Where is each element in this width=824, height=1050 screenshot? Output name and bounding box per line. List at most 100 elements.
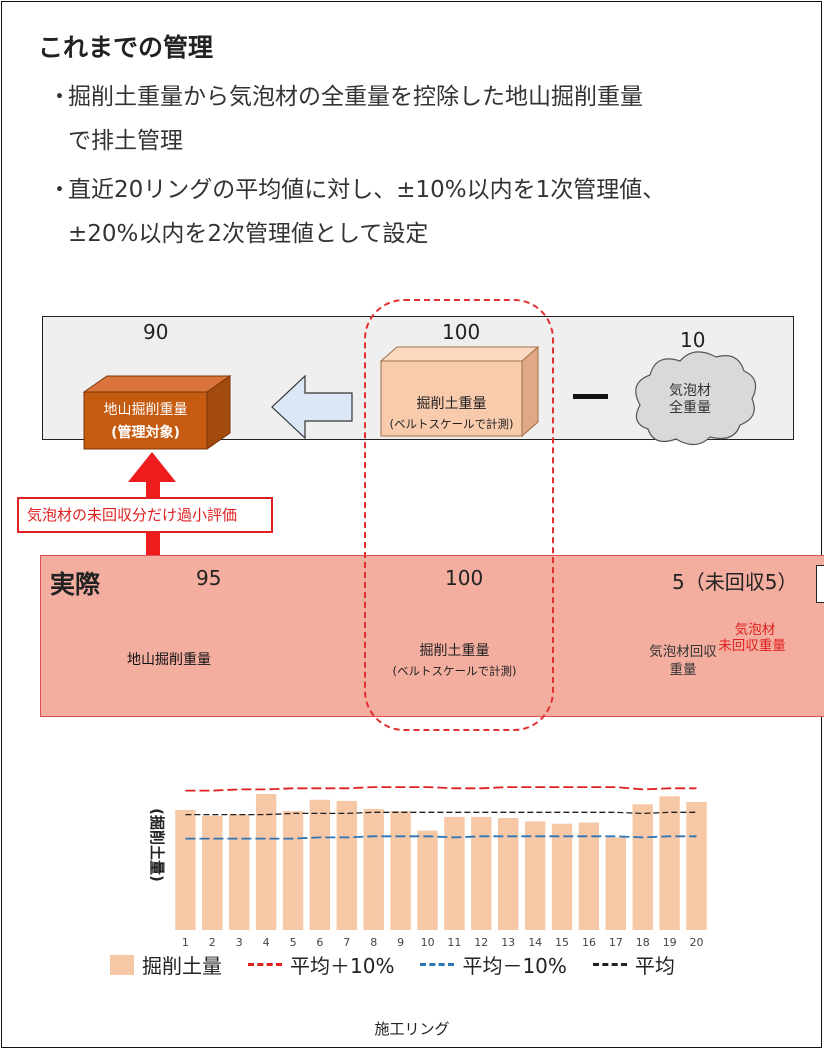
bar-ring-17 xyxy=(605,837,626,930)
actual-panel xyxy=(40,555,824,717)
x-tick-label: 7 xyxy=(343,936,350,949)
bullet-1: ・ 掘削土重量から気泡材の全重量を控除した地山掘削重量 xyxy=(48,75,643,119)
ground-weight-box-top xyxy=(82,375,232,450)
x-tick-label: 16 xyxy=(582,936,596,949)
bar-ring-13 xyxy=(498,818,519,930)
bottom-value-foam: 5（未回収5） xyxy=(672,570,798,594)
x-tick-label: 18 xyxy=(636,936,650,949)
top-value-excavated: 100 xyxy=(442,320,481,344)
x-tick-label: 2 xyxy=(209,936,216,949)
bar-ring-18 xyxy=(632,804,653,930)
bar-ring-12 xyxy=(471,816,492,930)
bottom-value-ground: 95 xyxy=(196,566,222,590)
bar-ring-11 xyxy=(444,816,465,930)
bar-ring-1 xyxy=(175,810,196,930)
legend-item-bar: 掘削土量 xyxy=(110,950,222,979)
x-tick-label: 11 xyxy=(447,936,461,949)
x-tick-label: 10 xyxy=(421,936,435,949)
excavated-weight-sublabel-bottom: (ベルトスケールで計測) xyxy=(392,664,517,678)
foam-unrecovered-label-2: 未回収重量 xyxy=(718,638,786,654)
bullet-dot: ・ xyxy=(48,177,71,203)
x-tick-label: 5 xyxy=(290,936,297,949)
legend-label-plus: 平均＋10% xyxy=(290,954,395,978)
x-tick-label: 8 xyxy=(370,936,377,949)
bar-ring-3 xyxy=(229,814,250,930)
legend-item-avg: 平均 xyxy=(592,950,675,979)
x-axis-label: 施工リング xyxy=(374,1020,450,1038)
actual-heading: 実際 xyxy=(50,570,101,599)
bullet-2: ・ 直近20リングの平均値に対し、±10%以内を1次管理値、 xyxy=(48,168,666,212)
foam-cloud-top xyxy=(635,351,757,446)
line-average-minus-10 xyxy=(185,835,697,840)
legend-item-minus: 平均－10% xyxy=(420,950,567,979)
bullet-1-line-1: 掘削土重量から気泡材の全重量を控除した地山掘削重量 xyxy=(68,84,643,110)
bullet-1-cont: で排土管理 xyxy=(68,119,183,163)
cropped-side-box xyxy=(816,565,824,603)
foam-cloud-label-2: 全重量 xyxy=(669,400,711,416)
bullet-2-line-1: 直近20リングの平均値に対し、±10%以内を1次管理値、 xyxy=(68,177,666,203)
x-tick-label: 15 xyxy=(555,936,569,949)
x-tick-label: 3 xyxy=(236,936,243,949)
ground-weight-sublabel-top: (管理対象) xyxy=(111,425,180,441)
bar-ring-7 xyxy=(336,800,357,930)
x-tick-label: 12 xyxy=(474,936,488,949)
x-tick-label: 4 xyxy=(263,936,270,949)
x-tick-label: 19 xyxy=(663,936,677,949)
bar-ring-15 xyxy=(551,823,573,930)
excavated-weight-label-top: 掘削土重量 xyxy=(416,396,487,412)
bullet-2-cont: ±20%以内を2次管理値として設定 xyxy=(68,212,428,256)
minus-sign-top xyxy=(573,394,608,399)
line-average-plus-10 xyxy=(185,786,697,792)
bar-ring-14 xyxy=(524,821,546,930)
x-tick-label: 13 xyxy=(501,936,515,949)
bar-ring-9 xyxy=(390,811,411,930)
legend-swatch-minus xyxy=(420,963,455,966)
foam-cloud-label-1: 気泡材 xyxy=(669,383,711,399)
legend-label-avg: 平均 xyxy=(634,954,675,978)
bullet-dot: ・ xyxy=(48,84,71,110)
legend-label-minus: 平均－10% xyxy=(462,954,567,978)
excavated-weight-sublabel-top: (ベルトスケールで計測) xyxy=(389,417,514,431)
chart-legend: 掘削土量 平均＋10% 平均－10% 平均 xyxy=(110,950,701,979)
bar-ring-5 xyxy=(282,811,304,930)
x-tick-label: 1 xyxy=(182,936,189,949)
x-tick-label: 6 xyxy=(316,936,323,949)
legend-swatch-plus xyxy=(248,963,282,966)
legend-label-bar: 掘削土量 xyxy=(142,954,222,978)
bar-ring-20 xyxy=(686,802,707,930)
x-tick-label: 17 xyxy=(609,936,623,949)
x-tick-label: 9 xyxy=(397,936,404,949)
left-arrow-top xyxy=(271,374,353,440)
legend-swatch-avg xyxy=(592,963,627,966)
foam-recovered-label-2: 重量 xyxy=(669,662,697,678)
bullet-1-line-2: で排土管理 xyxy=(68,128,183,154)
bar-ring-2 xyxy=(202,815,223,930)
bullet-2-line-2: ±20%以内を2次管理値として設定 xyxy=(68,221,429,247)
bar-ring-4 xyxy=(255,794,277,930)
excavated-weight-label-bottom: 掘削土重量 xyxy=(419,643,490,659)
y-axis-label: (掘削土量) xyxy=(148,808,166,882)
ground-weight-label-top: 地山掘削重量 xyxy=(103,402,188,418)
bottom-value-excavated: 100 xyxy=(445,566,484,590)
page-title: これまでの管理 xyxy=(38,33,214,62)
line-average xyxy=(185,811,697,816)
underestimate-warning: 気泡材の未回収分だけ過小評価 xyxy=(17,497,273,533)
bar-ring-6 xyxy=(309,799,331,930)
legend-item-plus: 平均＋10% xyxy=(248,950,394,979)
bar-ring-10 xyxy=(417,830,438,930)
top-value-ground: 90 xyxy=(143,320,169,344)
legend-swatch-bar xyxy=(110,954,134,975)
ground-weight-label-bottom: 地山掘削重量 xyxy=(127,652,211,668)
bar-ring-19 xyxy=(659,796,680,930)
foam-recovered-label-1: 気泡材回収 xyxy=(649,644,717,660)
bar-ring-16 xyxy=(578,822,600,930)
bar-ring-8 xyxy=(363,808,384,930)
excavated-weight-box-top xyxy=(379,345,540,438)
excavated-weight-highlight xyxy=(364,299,554,731)
x-tick-label: 14 xyxy=(528,936,542,949)
x-tick-label: 20 xyxy=(690,936,704,949)
top-value-foam: 10 xyxy=(680,328,706,352)
foam-unrecovered-label-1: 気泡材 xyxy=(734,622,776,638)
